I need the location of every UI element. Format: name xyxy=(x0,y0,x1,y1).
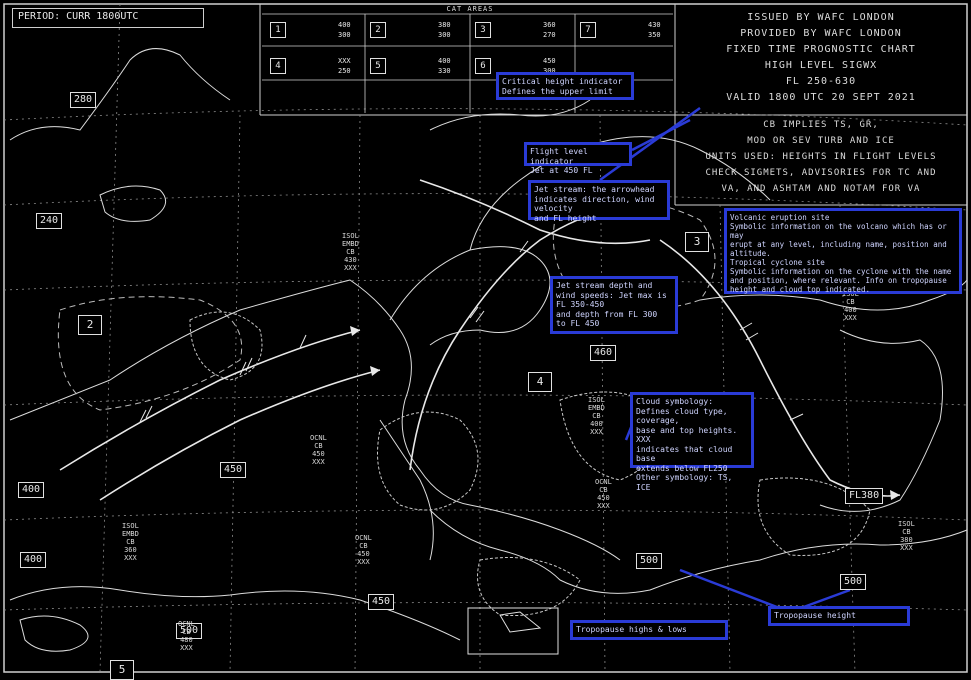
legend-number: 7 xyxy=(580,22,596,38)
fl-box: 500 xyxy=(636,553,663,569)
cloud-label: OCNL CB 450 XXX xyxy=(355,534,372,566)
notes-line: UNITS USED: HEIGHTS IN FLIGHT LEVELS xyxy=(705,152,937,162)
legend-top-level: XXX xyxy=(338,57,351,65)
legend-number: 2 xyxy=(370,22,386,38)
cloud-label: OCNL CB 450 XXX xyxy=(310,434,327,466)
notes-line: MOD OR SEV TURB AND ICE xyxy=(747,136,895,146)
legend-top-level: 430 xyxy=(648,21,661,29)
annotation-box: Jet stream: the arrowhead indicates dire… xyxy=(528,180,670,223)
annotation-box: Cloud symbology: Defines cloud type, cov… xyxy=(630,392,754,492)
notes-line: VA, AND ASHTAM AND NOTAM FOR VA xyxy=(721,184,921,194)
fl-box: 500 xyxy=(176,623,203,639)
fl-box: 460 xyxy=(590,345,617,361)
issuer-line: FIXED TIME PROGNOSTIC CHART xyxy=(726,44,916,55)
cloud-label: ISOL CB 400 XXX xyxy=(842,290,859,322)
fl-box: 400 xyxy=(20,552,47,568)
fl-box: 240 xyxy=(36,213,63,229)
legend-top-level: 360 xyxy=(543,21,556,29)
annotation-box: Critical height indicator Defines the up… xyxy=(496,72,634,100)
legend-bottom-level: 300 xyxy=(543,67,556,75)
legend-number: 5 xyxy=(370,58,386,74)
area-number: 4 xyxy=(528,372,552,392)
issuer-line: VALID 1800 UTC 20 SEPT 2021 xyxy=(726,92,916,103)
annotation-box: Flight level indicator Jet at 450 FL xyxy=(524,142,632,175)
issuer-line: ISSUED BY WAFC LONDON xyxy=(747,12,895,23)
fl-box: FL380 xyxy=(845,488,884,504)
cloud-label: OCNL CB 480 XXX xyxy=(178,620,195,652)
annotation-box: Tropopause highs & lows xyxy=(570,620,728,640)
legend-top-level: 400 xyxy=(338,21,351,29)
legend-number: 1 xyxy=(270,22,286,38)
legend-top-level: 450 xyxy=(543,57,556,65)
legend-bottom-level: 350 xyxy=(648,31,661,39)
annotation-box: Tropopause height xyxy=(768,606,910,626)
cloud-label: OCNL CB 450 XXX xyxy=(595,478,612,510)
legend-bottom-level: 300 xyxy=(338,31,351,39)
legend-bottom-level: 270 xyxy=(543,31,556,39)
fl-box: 400 xyxy=(18,482,45,498)
issuer-line: FL 250-630 xyxy=(785,76,857,87)
legend-number: 6 xyxy=(475,58,491,74)
legend-top-level: 400 xyxy=(438,57,451,65)
cat-areas-title: CAT AREAS xyxy=(446,5,494,13)
notes-line: CHECK SIGMETS, ADVISORIES FOR TC AND xyxy=(705,168,937,178)
notes-line: CB IMPLIES TS, GR, xyxy=(763,120,879,130)
legend-bottom-level: 300 xyxy=(438,31,451,39)
cloud-label: ISOL EMBD CB 430 XXX xyxy=(342,232,359,272)
issuer-line: PROVIDED BY WAFC LONDON xyxy=(740,28,902,39)
issuer-line: HIGH LEVEL SIGWX xyxy=(764,60,878,71)
legend-bottom-level: 330 xyxy=(438,67,451,75)
cloud-label: ISOL CB 380 XXX xyxy=(898,520,915,552)
annotation-box: Volcanic eruption site Symbolic informat… xyxy=(724,208,962,294)
fl-box: 450 xyxy=(368,594,395,610)
legend-number: 4 xyxy=(270,58,286,74)
period-label: PERIOD: CURR 1800UTC xyxy=(18,11,139,22)
cloud-label: ISOL EMBD CB 360 XXX xyxy=(122,522,139,562)
cloud-label: ISOL EMBD CB 400 XXX xyxy=(588,396,605,436)
legend-bottom-level: 250 xyxy=(338,67,351,75)
legend-number: 3 xyxy=(475,22,491,38)
period-box xyxy=(12,8,204,28)
fl-box: 500 xyxy=(840,574,867,590)
annotation-box: Jet stream depth and wind speeds: Jet ma… xyxy=(550,276,678,334)
fl-box: 280 xyxy=(70,92,97,108)
fl-box: 450 xyxy=(220,462,247,478)
area-number: 5 xyxy=(110,660,134,680)
area-number: 3 xyxy=(685,232,709,252)
legend-top-level: 380 xyxy=(438,21,451,29)
area-number: 2 xyxy=(78,315,102,335)
